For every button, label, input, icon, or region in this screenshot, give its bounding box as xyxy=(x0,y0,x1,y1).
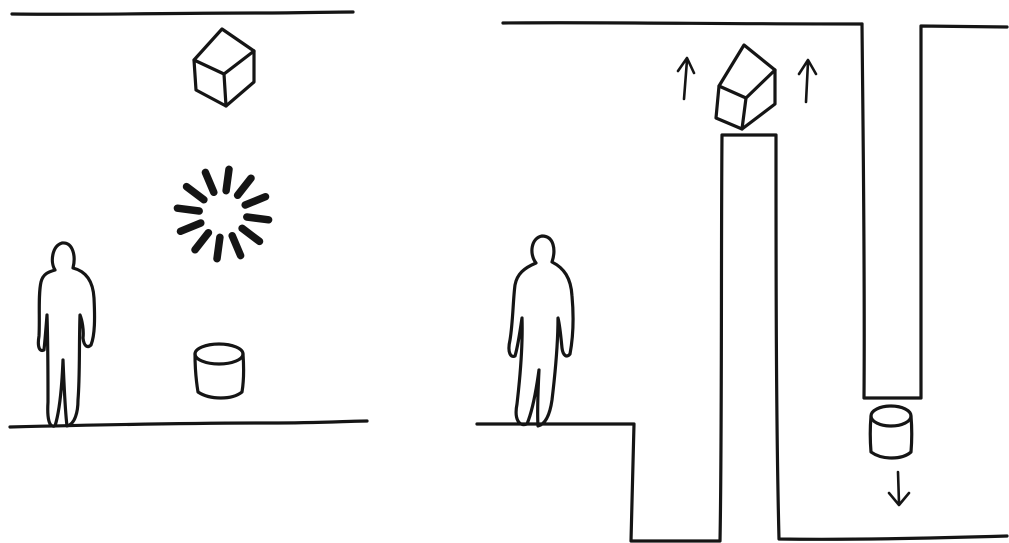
burst-ray xyxy=(177,208,199,211)
right-ceiling-line xyxy=(503,23,862,24)
burst-ray xyxy=(247,217,269,220)
burst-ray xyxy=(217,237,220,258)
burst-ray xyxy=(226,169,229,190)
